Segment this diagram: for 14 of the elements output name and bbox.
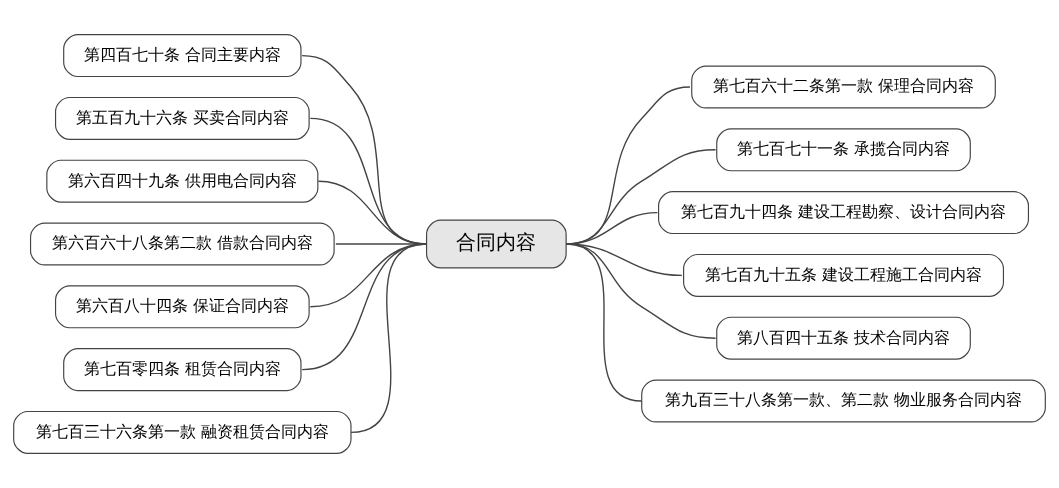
node-box: 第六百八十四条 保证合同内容 xyxy=(55,285,310,329)
node-box: 第七百九十四条 建设工程勘察、设计合同内容 xyxy=(658,191,1030,235)
node-box: 合同内容 xyxy=(426,219,567,269)
node-box: 第六百四十九条 供用电合同内容 xyxy=(46,159,319,203)
node-box: 第九百三十八条第一款、第二款 物业服务合同内容 xyxy=(641,379,1046,423)
node-box: 第六百六十八条第二款 借款合同内容 xyxy=(29,222,335,266)
node-box: 第七百三十六条第一款 融资租赁合同内容 xyxy=(13,410,352,454)
node-box: 第七百零四条 租赁合同内容 xyxy=(63,348,302,392)
node-box: 第五百九十六条 买卖合同内容 xyxy=(55,96,310,140)
node-box: 第七百九十五条 建设工程施工合同内容 xyxy=(683,253,1005,297)
node-box: 第七百六十二条第一款 保理合同内容 xyxy=(691,65,996,109)
node-box: 第八百四十五条 技术合同内容 xyxy=(716,316,971,360)
node-box: 第七百七十一条 承揽合同内容 xyxy=(716,128,971,172)
node-box: 第四百七十条 合同主要内容 xyxy=(63,34,302,78)
